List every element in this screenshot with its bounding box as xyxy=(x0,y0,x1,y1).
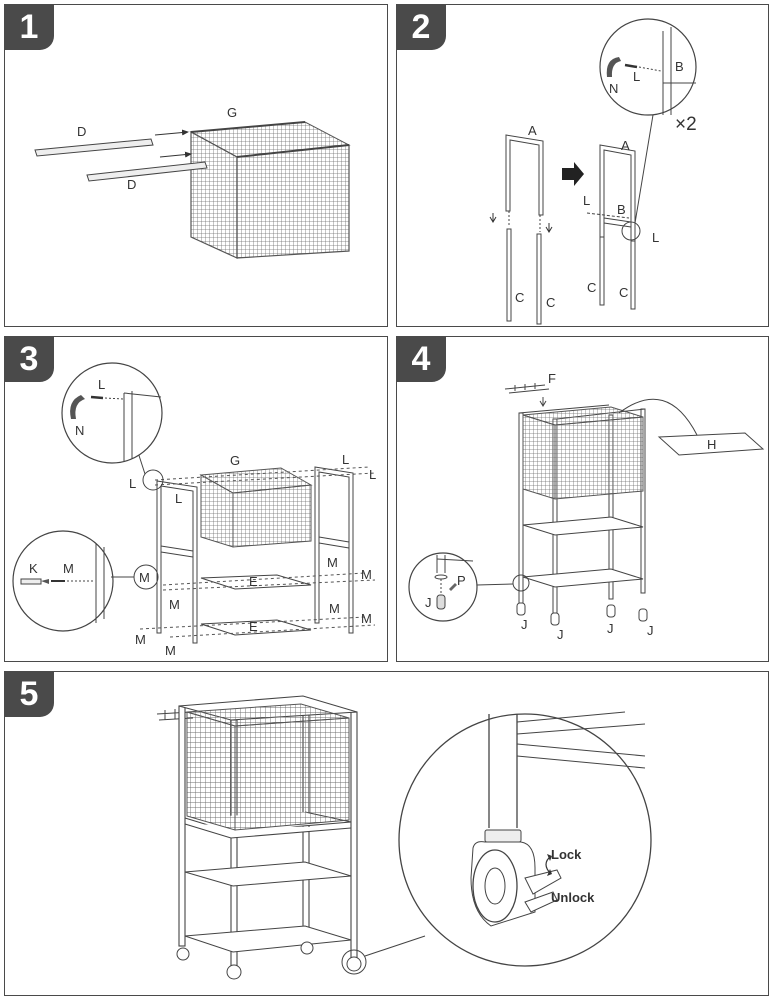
label-d-upper: D xyxy=(77,124,86,139)
label-a-left: A xyxy=(528,123,537,138)
detail-circle-step2: N L B xyxy=(599,18,697,116)
wheels-step5 xyxy=(176,941,362,980)
basket-step4-front xyxy=(554,416,644,500)
shelf-step5-low xyxy=(184,925,352,953)
label-n-detail3: N xyxy=(75,423,84,438)
step-2-illustration: A C C A L B L C C N L xyxy=(489,18,697,325)
step-3-badge: 3 xyxy=(5,337,54,382)
label-l-3d: L xyxy=(175,491,182,506)
label-l-detail: L xyxy=(633,69,640,84)
label-n-detail: N xyxy=(609,81,618,96)
label-l-right-2: L xyxy=(652,230,659,245)
label-b-right: B xyxy=(617,202,626,217)
frame-a-exploded xyxy=(505,134,544,325)
step-1-panel: 1 D D xyxy=(4,4,388,327)
label-j-3: J xyxy=(607,621,614,636)
basket-step5-front xyxy=(234,717,350,831)
proceed-arrow-icon xyxy=(562,162,584,186)
basket-g xyxy=(189,121,351,259)
label-h: H xyxy=(707,437,716,452)
label-f: F xyxy=(548,371,556,386)
label-l-right: L xyxy=(583,193,590,208)
label-k-detail: K xyxy=(29,561,38,576)
label-l-3a: L xyxy=(342,452,349,467)
label-m-3b: M xyxy=(361,567,372,582)
detail-circle-step3-top: L N xyxy=(61,362,163,464)
label-m-detail3: M xyxy=(63,561,74,576)
label-j-4: J xyxy=(647,623,654,638)
label-j-1: J xyxy=(521,617,528,632)
rod-d-lower xyxy=(86,151,208,182)
label-m-3e: M xyxy=(361,611,372,626)
shelf-e-lower xyxy=(200,619,312,636)
label-m-3c: M xyxy=(169,597,180,612)
rod-d-upper xyxy=(34,129,189,157)
step-5-badge: 5 xyxy=(5,672,54,717)
label-j-2: J xyxy=(557,627,564,642)
label-l-detail3: L xyxy=(98,377,105,392)
step-4-illustration: F J J J J H xyxy=(408,371,765,642)
step-5-illustration: Lock Unlock xyxy=(156,695,652,980)
step-3-panel: 3 G L xyxy=(4,336,388,662)
label-j-detail: J xyxy=(425,595,432,610)
shelf-step5-mid xyxy=(184,861,352,887)
label-m-3d: M xyxy=(329,601,340,616)
step-2-panel: 2 A C C A L B L C C xyxy=(396,4,769,327)
basket-g-step3 xyxy=(199,467,313,548)
unlock-label: Unlock xyxy=(551,890,595,905)
label-b-detail: B xyxy=(675,59,684,74)
label-c-left-1: C xyxy=(515,290,524,305)
label-p-detail: P xyxy=(457,573,466,588)
step-3-illustration: G L L L L E E M M M M M M M M L N xyxy=(12,362,376,658)
label-sheet-h xyxy=(657,432,765,456)
label-g-step3: G xyxy=(230,453,240,468)
step-4-panel: 4 F J J J J xyxy=(396,336,769,662)
caster-detail-circle xyxy=(398,711,652,967)
label-m-3f: M xyxy=(135,632,146,647)
label-m-3g: M xyxy=(165,643,176,658)
quantity-multiplier: ×2 xyxy=(675,114,697,135)
step-5-panel: 5 xyxy=(4,671,769,996)
lock-label: Lock xyxy=(551,847,582,862)
hooks-f xyxy=(504,383,550,407)
basket-step5-side xyxy=(186,711,236,831)
label-m-3a: M xyxy=(327,555,338,570)
side-frame-left xyxy=(156,480,198,644)
wheels-j xyxy=(516,602,648,626)
label-e-lower: E xyxy=(249,619,258,634)
step-4-badge: 4 xyxy=(397,337,446,382)
label-l-3b: L xyxy=(369,467,376,482)
detail-circle-step3-bottom: K M xyxy=(12,530,114,632)
label-c-right-1: C xyxy=(587,280,596,295)
label-c-right-2: C xyxy=(619,285,628,300)
label-m-detail-ring: M xyxy=(139,570,150,585)
label-l-3c: L xyxy=(129,476,136,491)
label-a-right: A xyxy=(621,138,630,153)
detail-circle-step4: J P xyxy=(408,552,478,622)
label-e-upper: E xyxy=(249,574,258,589)
label-d-lower: D xyxy=(127,177,136,192)
frame-a-assembled xyxy=(599,144,636,310)
shelf-e-upper xyxy=(200,574,312,590)
step-2-badge: 2 xyxy=(397,5,446,50)
shelf-step4-mid xyxy=(522,516,644,536)
detail-ring-step5 xyxy=(341,949,367,975)
hook-rack-step5 xyxy=(156,708,194,721)
step-1-badge: 1 xyxy=(5,5,54,50)
step-1-illustration: D D G xyxy=(34,105,351,259)
label-c-left-2: C xyxy=(546,295,555,310)
detail-circle-small xyxy=(621,221,641,241)
side-frame-right xyxy=(314,466,354,634)
shelf-step4-low xyxy=(522,568,644,588)
label-g: G xyxy=(227,105,237,120)
